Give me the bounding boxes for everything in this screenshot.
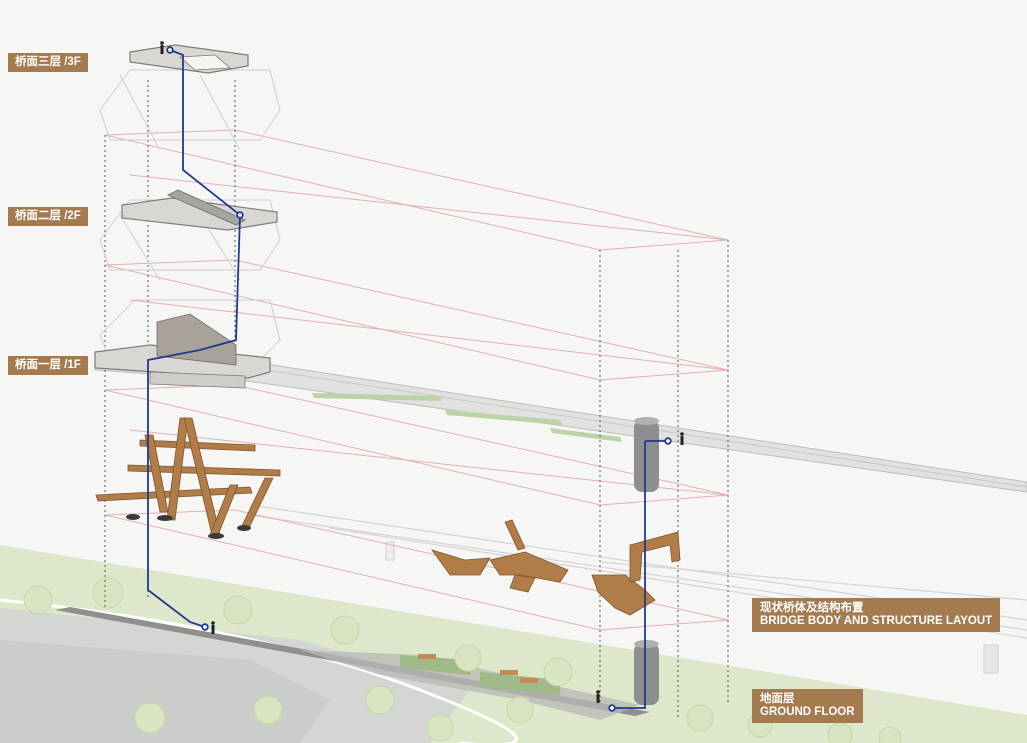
human-figures	[160, 41, 684, 703]
timber-structure-right	[430, 519, 681, 616]
slab-1f-wedge	[156, 313, 237, 366]
timber-piece	[629, 531, 681, 583]
footing	[157, 515, 173, 521]
tree	[365, 685, 395, 715]
legend-ground-floor-en: GROUND FLOOR	[760, 706, 855, 719]
plaza-furniture	[418, 654, 538, 683]
bench	[520, 678, 538, 683]
route-node	[664, 437, 672, 445]
person-icon	[680, 432, 684, 445]
elevator-core-upper-top	[634, 417, 659, 425]
tower-strut	[199, 74, 241, 151]
bridge-pier	[385, 541, 395, 561]
tree	[92, 577, 124, 609]
legend-ground-floor-cn: 地面层	[760, 693, 795, 705]
bench	[500, 670, 518, 675]
tree	[827, 722, 853, 743]
elevator-core-lower	[634, 643, 659, 705]
projection-lines	[104, 80, 729, 720]
elevator-core-upper	[634, 420, 659, 492]
bridge-pier	[983, 644, 999, 674]
bench	[418, 654, 436, 659]
slab-1f	[94, 344, 271, 379]
floor-label-1f: 桥面一层 /1F	[8, 356, 88, 376]
route-elevator	[612, 440, 668, 709]
plaza-lawn-patch	[400, 655, 470, 675]
tree	[23, 585, 53, 615]
rail-line	[599, 561, 1027, 601]
person-icon	[211, 621, 215, 634]
slab-2f-ramp	[167, 189, 246, 226]
person-icon	[596, 690, 600, 703]
route-tower	[147, 49, 241, 628]
footing	[126, 514, 140, 520]
tree	[543, 657, 573, 687]
promenade-paving	[300, 650, 640, 720]
legend-bridge-structure-cn: 现状桥体及结构布置	[760, 602, 864, 614]
bridge-deck-rail	[239, 365, 1027, 488]
ground-trees	[23, 577, 902, 743]
tower-frame	[99, 69, 281, 361]
road-curb	[0, 598, 518, 743]
tower-stair-ghost	[99, 69, 281, 141]
slab-3f-opening	[178, 54, 232, 71]
route-node	[236, 211, 244, 219]
timber-piece	[509, 574, 536, 593]
tree	[330, 615, 360, 645]
route-node	[201, 623, 209, 631]
tree	[878, 726, 902, 743]
elevator-core-lower-top	[634, 640, 659, 648]
legend-bridge-structure: 现状桥体及结构布置 BRIDGE BODY AND STRUCTURE LAYO…	[752, 598, 1001, 633]
floor-slabs	[94, 44, 278, 389]
bridge-green-strip	[312, 393, 442, 401]
timber-piece	[504, 519, 526, 551]
tree	[454, 644, 482, 672]
tree	[506, 696, 534, 724]
layer-outline-edge	[129, 429, 729, 496]
floor-label-2f: 桥面二层 /2F	[8, 207, 88, 227]
plaza-lawn-patch	[480, 672, 560, 695]
route-node	[608, 704, 616, 712]
timber-piece	[489, 551, 569, 583]
legend-ground-floor: 地面层 GROUND FLOOR	[752, 689, 863, 724]
bridge-green-strip	[445, 410, 562, 425]
parking-lot	[0, 640, 330, 743]
elevator-cores	[634, 417, 659, 705]
tree	[686, 704, 714, 732]
circulation-route	[147, 46, 672, 712]
tower-strut	[119, 214, 161, 281]
layer-outline-edge	[129, 299, 729, 371]
legend-bridge-structure-en: BRIDGE BODY AND STRUCTURE LAYOUT	[760, 615, 993, 628]
tower-stair-ghost	[99, 199, 281, 271]
timber-structure-left	[95, 417, 281, 539]
tree	[223, 595, 253, 625]
slab-1f-lower	[149, 371, 246, 389]
bridge-green-strip	[550, 428, 622, 442]
footing	[208, 533, 224, 539]
footing	[237, 525, 251, 531]
floor-label-3f: 桥面三层 /3F	[8, 53, 88, 73]
tree	[134, 702, 166, 734]
timber-piece	[591, 574, 656, 616]
route-node	[166, 46, 174, 54]
tree	[426, 714, 454, 742]
timber-piece	[430, 549, 491, 576]
tower-strut	[119, 74, 161, 151]
layer-outline-edge	[129, 174, 729, 241]
tree	[253, 695, 283, 725]
person-icon	[160, 41, 164, 54]
